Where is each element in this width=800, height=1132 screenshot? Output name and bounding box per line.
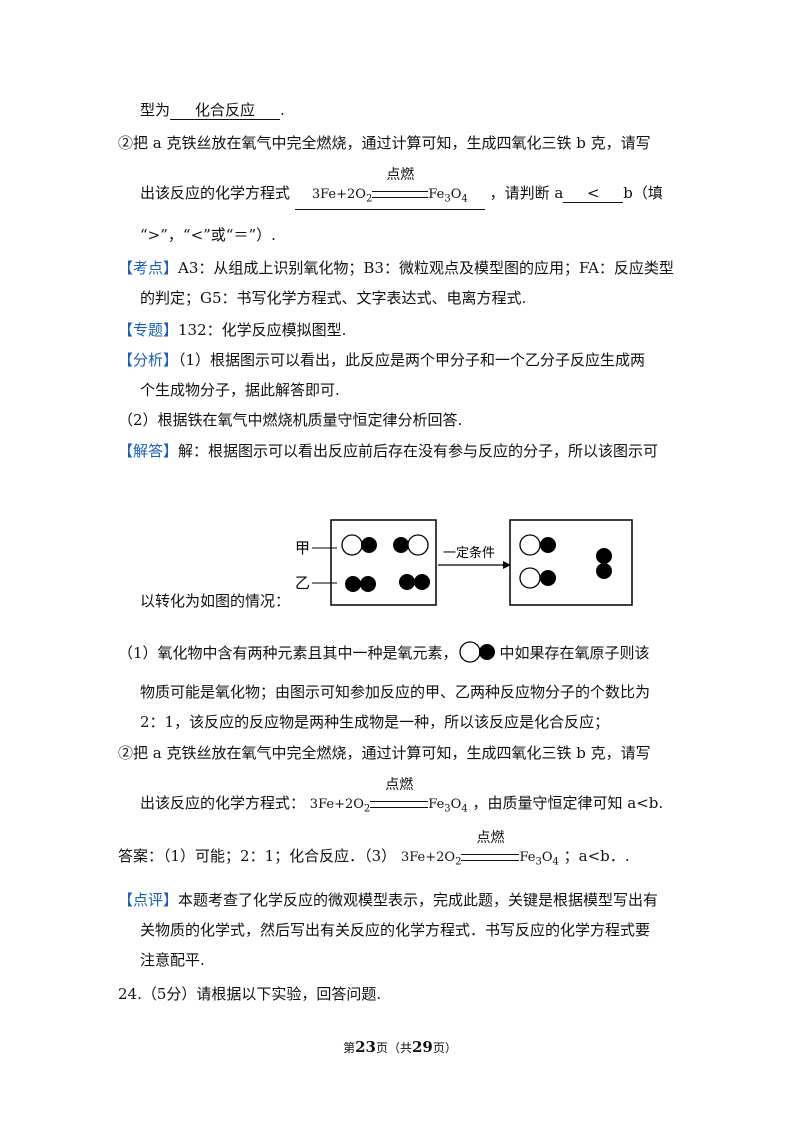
atom-black: [360, 576, 376, 592]
answer-blank-compare: <: [563, 184, 624, 203]
jieda-p1: （1）氧化物中含有两种元素且其中一种是氧元素，中如果存在氧原子则该: [118, 641, 650, 663]
jieda-tag: 【解答】: [118, 442, 179, 460]
atom-black: [361, 537, 377, 553]
jieda-p2: 物质可能是氧化物；由图示可知参加反应的甲、乙两种反应物分子的个数比为: [140, 683, 651, 701]
atom-black: [393, 537, 409, 553]
prev-line-2: ②把 a 克铁丝放在氧气中完全燃烧，通过计算可知，生成四氧化三铁 b 克，请写: [118, 134, 651, 152]
label-jia: 甲: [295, 539, 310, 557]
product-box: [509, 519, 633, 606]
fenxi-tag: 【分析】: [118, 351, 179, 369]
fenxi-line-1: 【分析】（1）根据图示可以看出，此反应是两个甲分子和一个乙分子反应生成两: [118, 351, 646, 369]
jieda-p4: ②把 a 克铁丝放在氧气中完全燃烧，通过计算可知，生成四氧化三铁 b 克，请写: [118, 744, 651, 762]
atom-black: [345, 576, 361, 592]
dianping-line-1: 【点评】本题考查了化学反应的微观模型表示，完成此题，关键是根据模型写出有: [118, 891, 659, 909]
reaction-diagram: 甲 乙 一定条件: [295, 519, 633, 606]
atom-white: [519, 567, 541, 589]
jieda-p3: 2：1，该反应的反应物是两种生成物是一种，所以该反应是化合反应；: [140, 713, 610, 731]
answer-blank-reaction-type: 化合反应: [170, 101, 281, 120]
page-footer: 第23页（共29页）: [343, 1038, 457, 1056]
atom-black: [596, 563, 612, 579]
atom-white: [341, 534, 363, 556]
prev-line-1: 型为化合反应.: [140, 101, 285, 120]
atom-white: [407, 534, 429, 556]
arrow-condition: 一定条件: [443, 545, 495, 561]
atom-black: [540, 537, 556, 553]
reaction-condition-arrow: 点燃: [372, 167, 429, 204]
atom-black: [596, 548, 612, 564]
atom-white: [519, 534, 541, 556]
dianping-line-2: 关物质的化学式，然后写出有关反应的化学方程式．书写反应的化学方程式要: [140, 921, 651, 939]
label-yi: 乙: [295, 574, 310, 592]
dianping-tag: 【点评】: [118, 891, 179, 909]
zhuanti-tag: 【专题】: [118, 321, 179, 339]
kaodian-tag: 【考点】: [118, 259, 179, 277]
kaodian-line-2: 的判定；G5：书写化学方程式、文字表达式、电离方程式.: [140, 289, 527, 307]
dianping-line-3: 注意配平.: [140, 951, 205, 969]
kaodian-line-1: 【考点】A3：从组成上识别氧化物；B3：微粒观点及模型图的应用；FA：反应类型: [118, 259, 674, 277]
atom-black: [399, 574, 415, 590]
jieda-line-1: 【解答】解：根据图示可以看出反应前后存在没有参与反应的分子，所以该图示可: [118, 442, 659, 460]
atom-black: [540, 570, 556, 586]
fenxi-line-2: 个生成物分子，据此解答即可.: [140, 381, 340, 399]
prev-line-4: “>”，“<”或“＝”）.: [140, 226, 276, 244]
reactant-box: [330, 519, 437, 606]
question-24: 24.（5分）请根据以下实验，回答问题.: [118, 985, 382, 1003]
atom-black: [414, 574, 430, 590]
molecule-icon: [458, 641, 495, 663]
zhuanti-line: 【专题】132：化学反应模拟图型.: [118, 321, 347, 339]
fenxi-line-3: （2）根据铁在氧气中燃烧机质量守恒定律分析回答.: [118, 411, 463, 429]
jieda-line-2: 以转化为如图的情况：: [140, 592, 291, 610]
